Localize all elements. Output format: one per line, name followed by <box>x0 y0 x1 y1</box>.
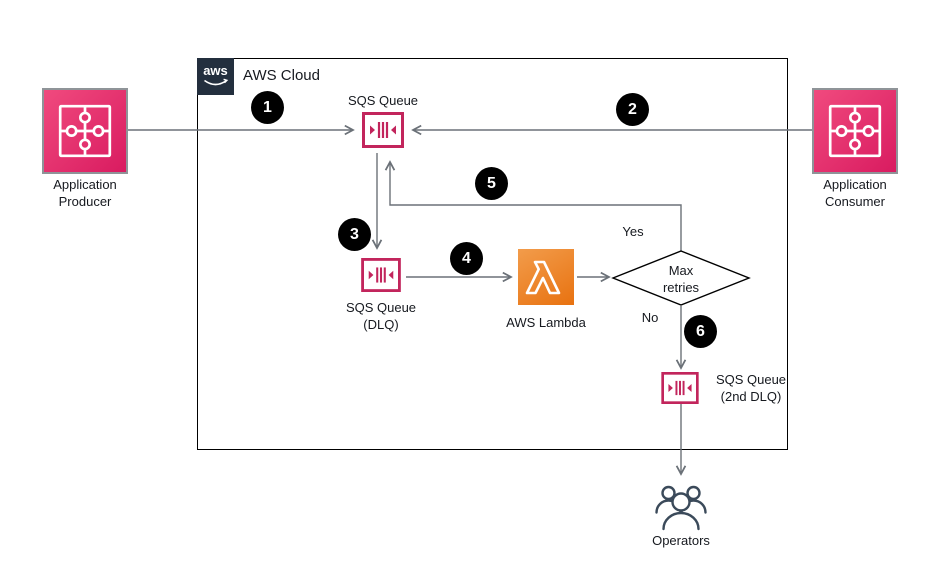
sqs-dlq2-label: SQS Queue (2nd DLQ) <box>706 371 796 405</box>
operators-label: Operators <box>652 533 710 548</box>
lambda-label: AWS Lambda <box>506 315 586 330</box>
application-consumer-label: Application Consumer <box>795 176 915 210</box>
application-producer-label: Application Producer <box>25 176 145 210</box>
decision-label-line2: retries <box>662 280 700 295</box>
step-circle-1: 1 <box>251 91 284 124</box>
producer-label-line2: Producer <box>58 194 112 209</box>
step-circle-5: 5 <box>475 167 508 200</box>
yes-edge-label: Yes <box>622 224 644 239</box>
aws-logo: aws <box>197 58 234 95</box>
producer-label-line1: Application <box>53 177 117 192</box>
application-consumer-icon <box>812 88 898 174</box>
no-edge-label: No <box>641 310 659 325</box>
step-circle-2: 2 <box>616 93 649 126</box>
lambda-icon <box>518 249 574 305</box>
sqs-dlq-icon <box>360 258 402 292</box>
consumer-label-line2: Consumer <box>825 194 885 209</box>
sqs-dlq-label-line1: SQS Queue <box>345 300 417 315</box>
aws-cloud-title: AWS Cloud <box>243 67 320 84</box>
aws-logo-text: aws <box>203 63 228 78</box>
step-circle-3: 3 <box>338 218 371 251</box>
application-producer-icon <box>42 88 128 174</box>
sqs-dlq-label: SQS Queue (DLQ) <box>321 299 441 333</box>
consumer-label-line1: Application <box>823 177 887 192</box>
sqs-queue-label: SQS Queue <box>347 93 419 108</box>
sqs-dlq-label-line2: (DLQ) <box>363 317 399 332</box>
aws-cloud-box <box>197 58 788 450</box>
step-circle-4: 4 <box>450 242 483 275</box>
decision-label-line1: Max <box>668 263 694 278</box>
sqs-dlq2-label-line1: SQS Queue <box>715 372 787 387</box>
puzzle-icon <box>58 104 112 158</box>
decision-label: Max retries <box>641 262 721 296</box>
sqs-queue-icon <box>362 112 404 148</box>
sqs-dlq2-label-line2: (2nd DLQ) <box>720 389 782 404</box>
operators-icon <box>652 482 710 537</box>
sqs-dlq2-icon <box>659 372 701 404</box>
step-circle-6: 6 <box>684 315 717 348</box>
puzzle-icon <box>828 104 882 158</box>
